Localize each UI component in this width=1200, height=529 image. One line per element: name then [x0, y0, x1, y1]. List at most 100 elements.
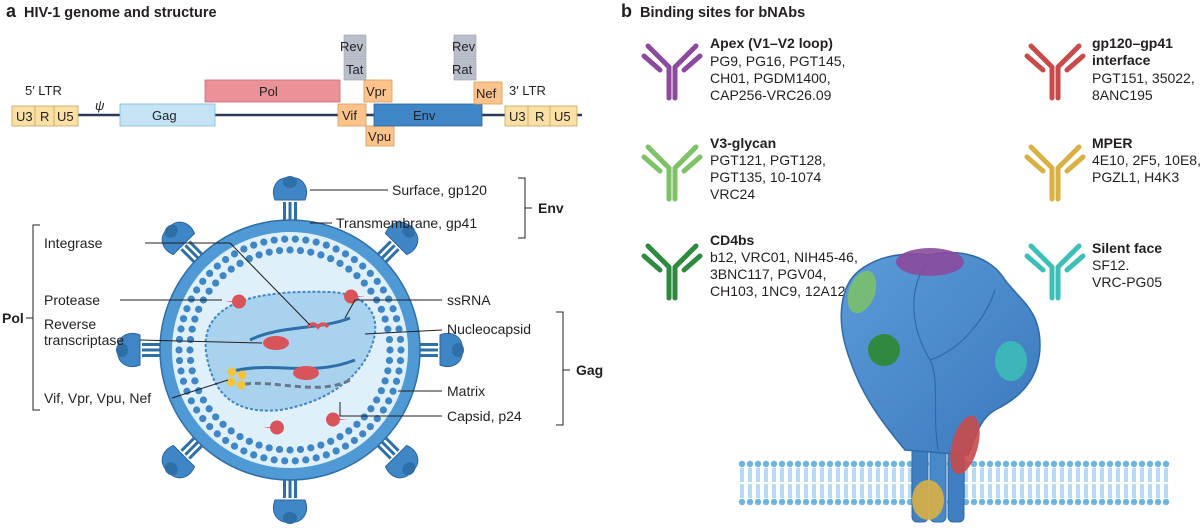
ltr3-u3: U3: [509, 109, 526, 124]
ltr5-box: U3 R U5: [11, 105, 79, 127]
epitope-gp120-gp41-interface: [950, 415, 980, 475]
virion: [116, 176, 464, 524]
ltr5-r: R: [40, 109, 49, 124]
env-trimer: [840, 248, 1041, 523]
site-apex-name: Apex (V1–V2 loop): [710, 35, 833, 51]
label-reverse: Reverse: [44, 316, 96, 332]
site-apex: Apex (V1–V2 loop) PG9, PG16, PGT145, CH0…: [641, 35, 845, 103]
antibody-icon-v3-glycan: [641, 144, 703, 202]
label-surface-gp120: Surface, gp120: [392, 182, 487, 198]
env-gene: [373, 103, 483, 127]
genome-map: 5′ LTR U3 R U5 ψ Gag Pol Vif Vpr Vpu Rev: [11, 34, 582, 147]
site-mper: MPER 4E10, 2F5, 10E8, PGZL1, H4K3: [1024, 135, 1200, 202]
site-cd4bs-ab-3: CH103, 1NC9, 12A12: [710, 283, 846, 299]
env-bracket: [518, 177, 526, 239]
site-v3-ab-1: PGT121, PGT128,: [710, 152, 826, 168]
epitope-cd4bs: [868, 334, 900, 366]
label-ssrna: ssRNA: [447, 292, 491, 308]
label-env-group: Env: [538, 200, 564, 216]
integrase: [306, 322, 330, 330]
label-protease: Protease: [44, 292, 100, 308]
vif-gene: [337, 103, 367, 127]
epitope-v3-glycan: [847, 270, 877, 314]
epitope-mper: [912, 480, 944, 520]
nucleocapsid-strand: [244, 378, 351, 389]
gag-gene-label: Gag: [152, 108, 177, 123]
site-cd4bs-ab-2: 3BNC117, PGV04,: [710, 266, 826, 282]
env-spikes: [116, 176, 464, 524]
protease-molecules: [225, 289, 365, 435]
site-silent-face: Silent face SF12. VRC-PG05: [1024, 240, 1162, 301]
site-cd4bs-name: CD4bs: [710, 232, 755, 248]
site-silent-face-ab-2: VRC-PG05: [1092, 274, 1162, 290]
site-interface-name-1: gp120–gp41: [1092, 35, 1173, 51]
reverse-transcriptase-2: [293, 366, 319, 380]
panel-b-letter: b: [621, 1, 632, 21]
site-v3-ab-3: VRC24: [710, 186, 755, 202]
label-pol-group: Pol: [2, 310, 24, 326]
protomer-boundary-2: [929, 289, 996, 361]
ltr3-label: 3′ LTR: [509, 83, 546, 98]
antibody-icon-mper: [1024, 144, 1086, 202]
pol-bracket: [32, 224, 40, 411]
antibody-icon-silent-face: [1024, 243, 1086, 301]
label-matrix: Matrix: [447, 383, 485, 399]
site-silent-face-ab-1: SF12.: [1092, 257, 1129, 273]
panel-b-title: Binding sites for bNAbs: [640, 5, 805, 21]
pol-gene-label: Pol: [259, 84, 278, 99]
rat-label: Rat: [452, 62, 473, 77]
tat-exon1: [343, 57, 367, 81]
antibody-icon-apex: [641, 43, 703, 101]
rev1-label: Rev: [340, 39, 364, 54]
ssrna-strand-2: [229, 358, 356, 374]
label-nucleocapsid: Nucleocapsid: [447, 321, 531, 337]
label-transmembrane-gp41: Transmembrane, gp41: [336, 215, 477, 231]
site-v3-name: V3-glycan: [710, 135, 776, 151]
protomer-boundary-1: [913, 257, 939, 451]
psi-label: ψ: [95, 98, 105, 113]
rev1-exon1: [343, 34, 367, 58]
label-gag-group: Gag: [576, 362, 603, 378]
gag-gene: [119, 103, 216, 127]
pol-gene: [204, 79, 341, 103]
ssrna-strand-1: [249, 316, 351, 342]
site-interface-ab-1: PGT151, 35022,: [1092, 70, 1195, 86]
site-v3-ab-2: PGT135, 10-1074: [710, 169, 822, 185]
label-transcriptase: transcriptase: [44, 332, 124, 348]
gag-bracket: [556, 311, 564, 426]
antibody-icon-interface: [1024, 43, 1086, 101]
accessory-proteins: [226, 367, 247, 390]
label-integrase: Integrase: [44, 235, 103, 251]
panel-a-title: HIV-1 genome and structure: [24, 5, 217, 21]
vpr-gene: [363, 79, 393, 103]
epitope-silent-face: [995, 341, 1027, 381]
antibody-legend: Apex (V1–V2 loop) PG9, PG16, PGT145, CH0…: [641, 35, 1200, 301]
site-mper-name: MPER: [1092, 135, 1132, 151]
label-capsid-p24: Capsid, p24: [447, 408, 522, 424]
site-cd4bs-ab-1: b12, VRC01, NIH45-46,: [710, 249, 858, 265]
vpr-gene-label: Vpr: [366, 84, 387, 99]
site-silent-face-name: Silent face: [1092, 240, 1162, 256]
site-cd4bs: CD4bs b12, VRC01, NIH45-46, 3BNC117, PGV…: [641, 232, 858, 301]
ltr5-u3: U3: [16, 109, 33, 124]
tat-label: Tat: [346, 62, 364, 77]
site-apex-ab-3: CAP256-VRC26.09: [710, 87, 832, 103]
ltr3-box: U3 R U5: [504, 105, 578, 127]
site-interface-ab-2: 8ANC195: [1092, 87, 1153, 103]
ltr3-u5: U5: [554, 109, 571, 124]
epitope-apex: [896, 248, 964, 276]
env-gene-label: Env: [413, 108, 436, 123]
rev2-label: Rev: [452, 39, 476, 54]
vpu-gene-label: Vpu: [368, 129, 391, 144]
matrix-layer: [175, 235, 405, 465]
nef-gene-label: Nef: [476, 86, 497, 101]
rev2-exon2: [453, 34, 477, 58]
vif-gene-label: Vif: [342, 108, 357, 123]
site-interface-name-2: interface: [1092, 52, 1151, 68]
site-apex-ab-1: PG9, PG16, PGT145,: [710, 53, 845, 69]
site-apex-ab-2: CH01, PGDM1400,: [710, 70, 831, 86]
virion-labels: Surface, gp120 Transmembrane, gp41 Env I…: [2, 177, 603, 426]
ltr3-r: R: [535, 109, 544, 124]
reverse-transcriptase: [263, 336, 289, 350]
site-v3-glycan: V3-glycan PGT121, PGT128, PGT135, 10-107…: [641, 135, 826, 202]
